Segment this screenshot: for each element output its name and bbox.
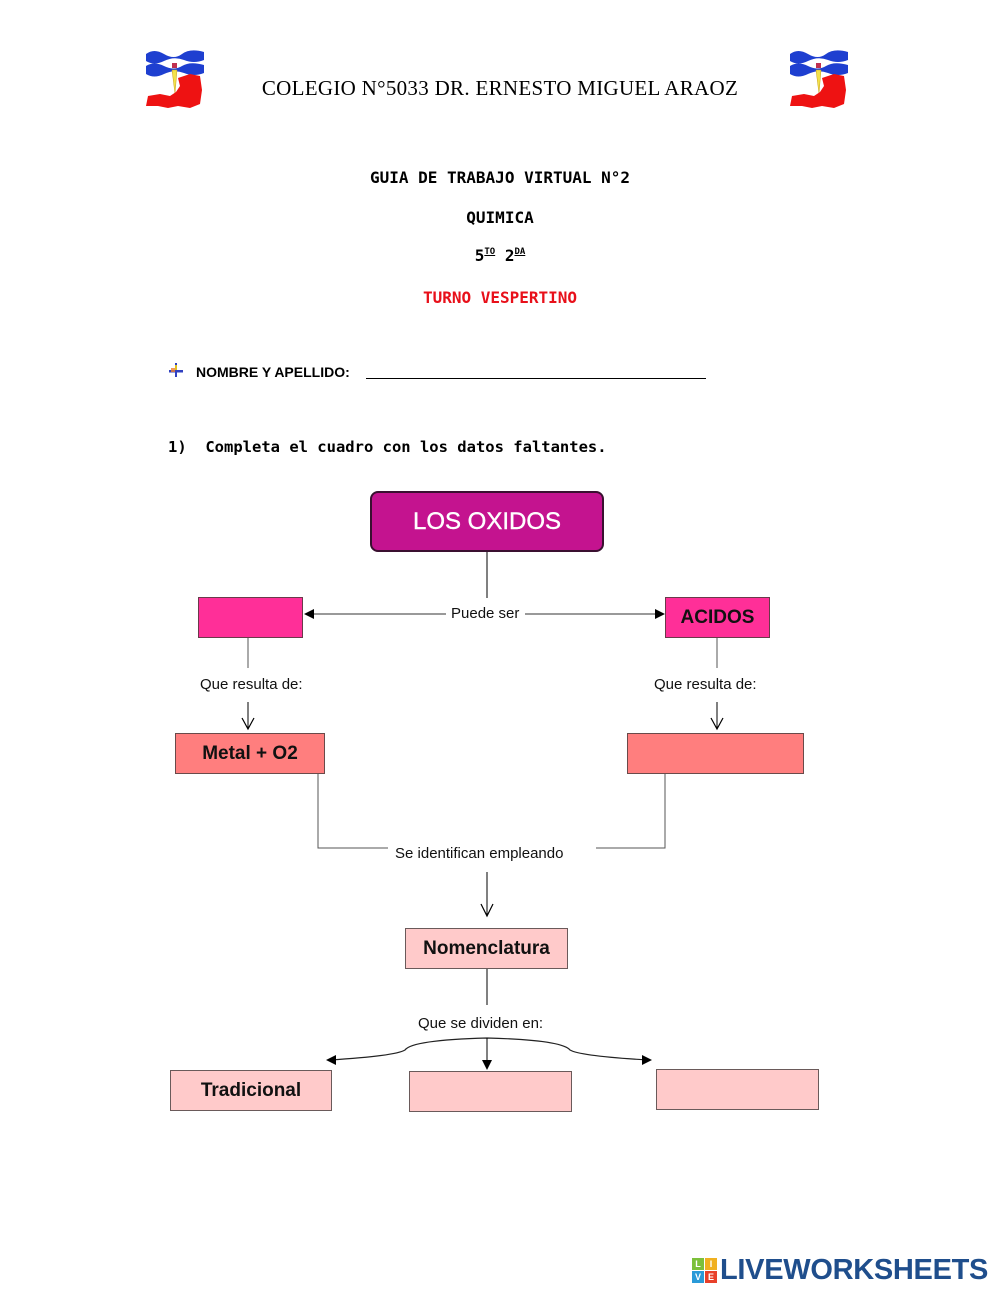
live-blocks-icon: L I V E xyxy=(692,1258,717,1283)
brand-name: LIVEWORKSHEETS xyxy=(720,1254,989,1286)
division-suffix: DA xyxy=(514,247,526,257)
divide-brace xyxy=(329,1037,649,1061)
left-result-arrowhead xyxy=(241,717,255,731)
brand-letter-e: E xyxy=(705,1271,717,1283)
brand-letter-v: V xyxy=(692,1271,704,1283)
school-crest-icon-left xyxy=(142,46,208,114)
shift-label: TURNO VESPERTINO xyxy=(422,288,578,307)
type-box-traditional: Tradicional xyxy=(170,1070,332,1111)
cross-bullet-icon xyxy=(168,362,184,381)
left-origin-bracket xyxy=(317,773,388,849)
divide-arrowhead-center xyxy=(482,1060,492,1070)
name-input-line[interactable] xyxy=(365,364,706,379)
type-box-3[interactable] xyxy=(656,1069,819,1110)
brand-letter-l: L xyxy=(692,1258,704,1270)
right-result-arrowhead xyxy=(710,717,724,731)
question-1: 1) Completa el cuadro con los datos falt… xyxy=(168,438,607,456)
liveworksheets-logo[interactable]: L I V E LIVEWORKSHEETS xyxy=(692,1254,988,1287)
grade-suffix: TO xyxy=(484,247,496,257)
divide-arrowhead-left xyxy=(326,1055,336,1065)
school-name: COLEGIO N°5033 DR. ERNESTO MIGUEL ARAOZ xyxy=(261,76,739,100)
brand-letter-i: I xyxy=(705,1258,717,1270)
grade-number: 5 xyxy=(474,246,485,265)
can-be-label: Puede ser xyxy=(449,605,522,622)
divide-arrowhead-right xyxy=(642,1055,652,1065)
right-origin-box[interactable] xyxy=(627,733,804,774)
left-origin-box: Metal + O2 xyxy=(175,733,325,774)
type-box-2[interactable] xyxy=(409,1071,572,1112)
subject-title: QUIMICA xyxy=(466,208,534,227)
school-crest-icon-right xyxy=(786,46,852,114)
root-box-oxidos: LOS OXIDOS xyxy=(370,491,604,552)
nomenclature-box: Nomenclatura xyxy=(405,928,568,969)
guide-title: GUIA DE TRABAJO VIRTUAL N°2 xyxy=(369,168,631,187)
grade-division: 5TO 2DA xyxy=(0,246,1000,265)
right-origin-bracket xyxy=(596,773,666,849)
left-result-label: Que resulta de: xyxy=(198,676,305,693)
right-result-label: Que resulta de: xyxy=(652,676,759,693)
divided-label: Que se dividen en: xyxy=(416,1015,546,1032)
student-name-row: NOMBRE Y APELLIDO: xyxy=(168,362,706,381)
identify-arrowhead xyxy=(480,903,494,918)
left-type-box[interactable] xyxy=(198,597,303,638)
identified-label: Se identifican empleando xyxy=(393,845,566,862)
division-number: 2 xyxy=(504,246,515,265)
right-type-box-acidos: ACIDOS xyxy=(665,597,770,638)
name-label: NOMBRE Y APELLIDO: xyxy=(196,363,350,380)
